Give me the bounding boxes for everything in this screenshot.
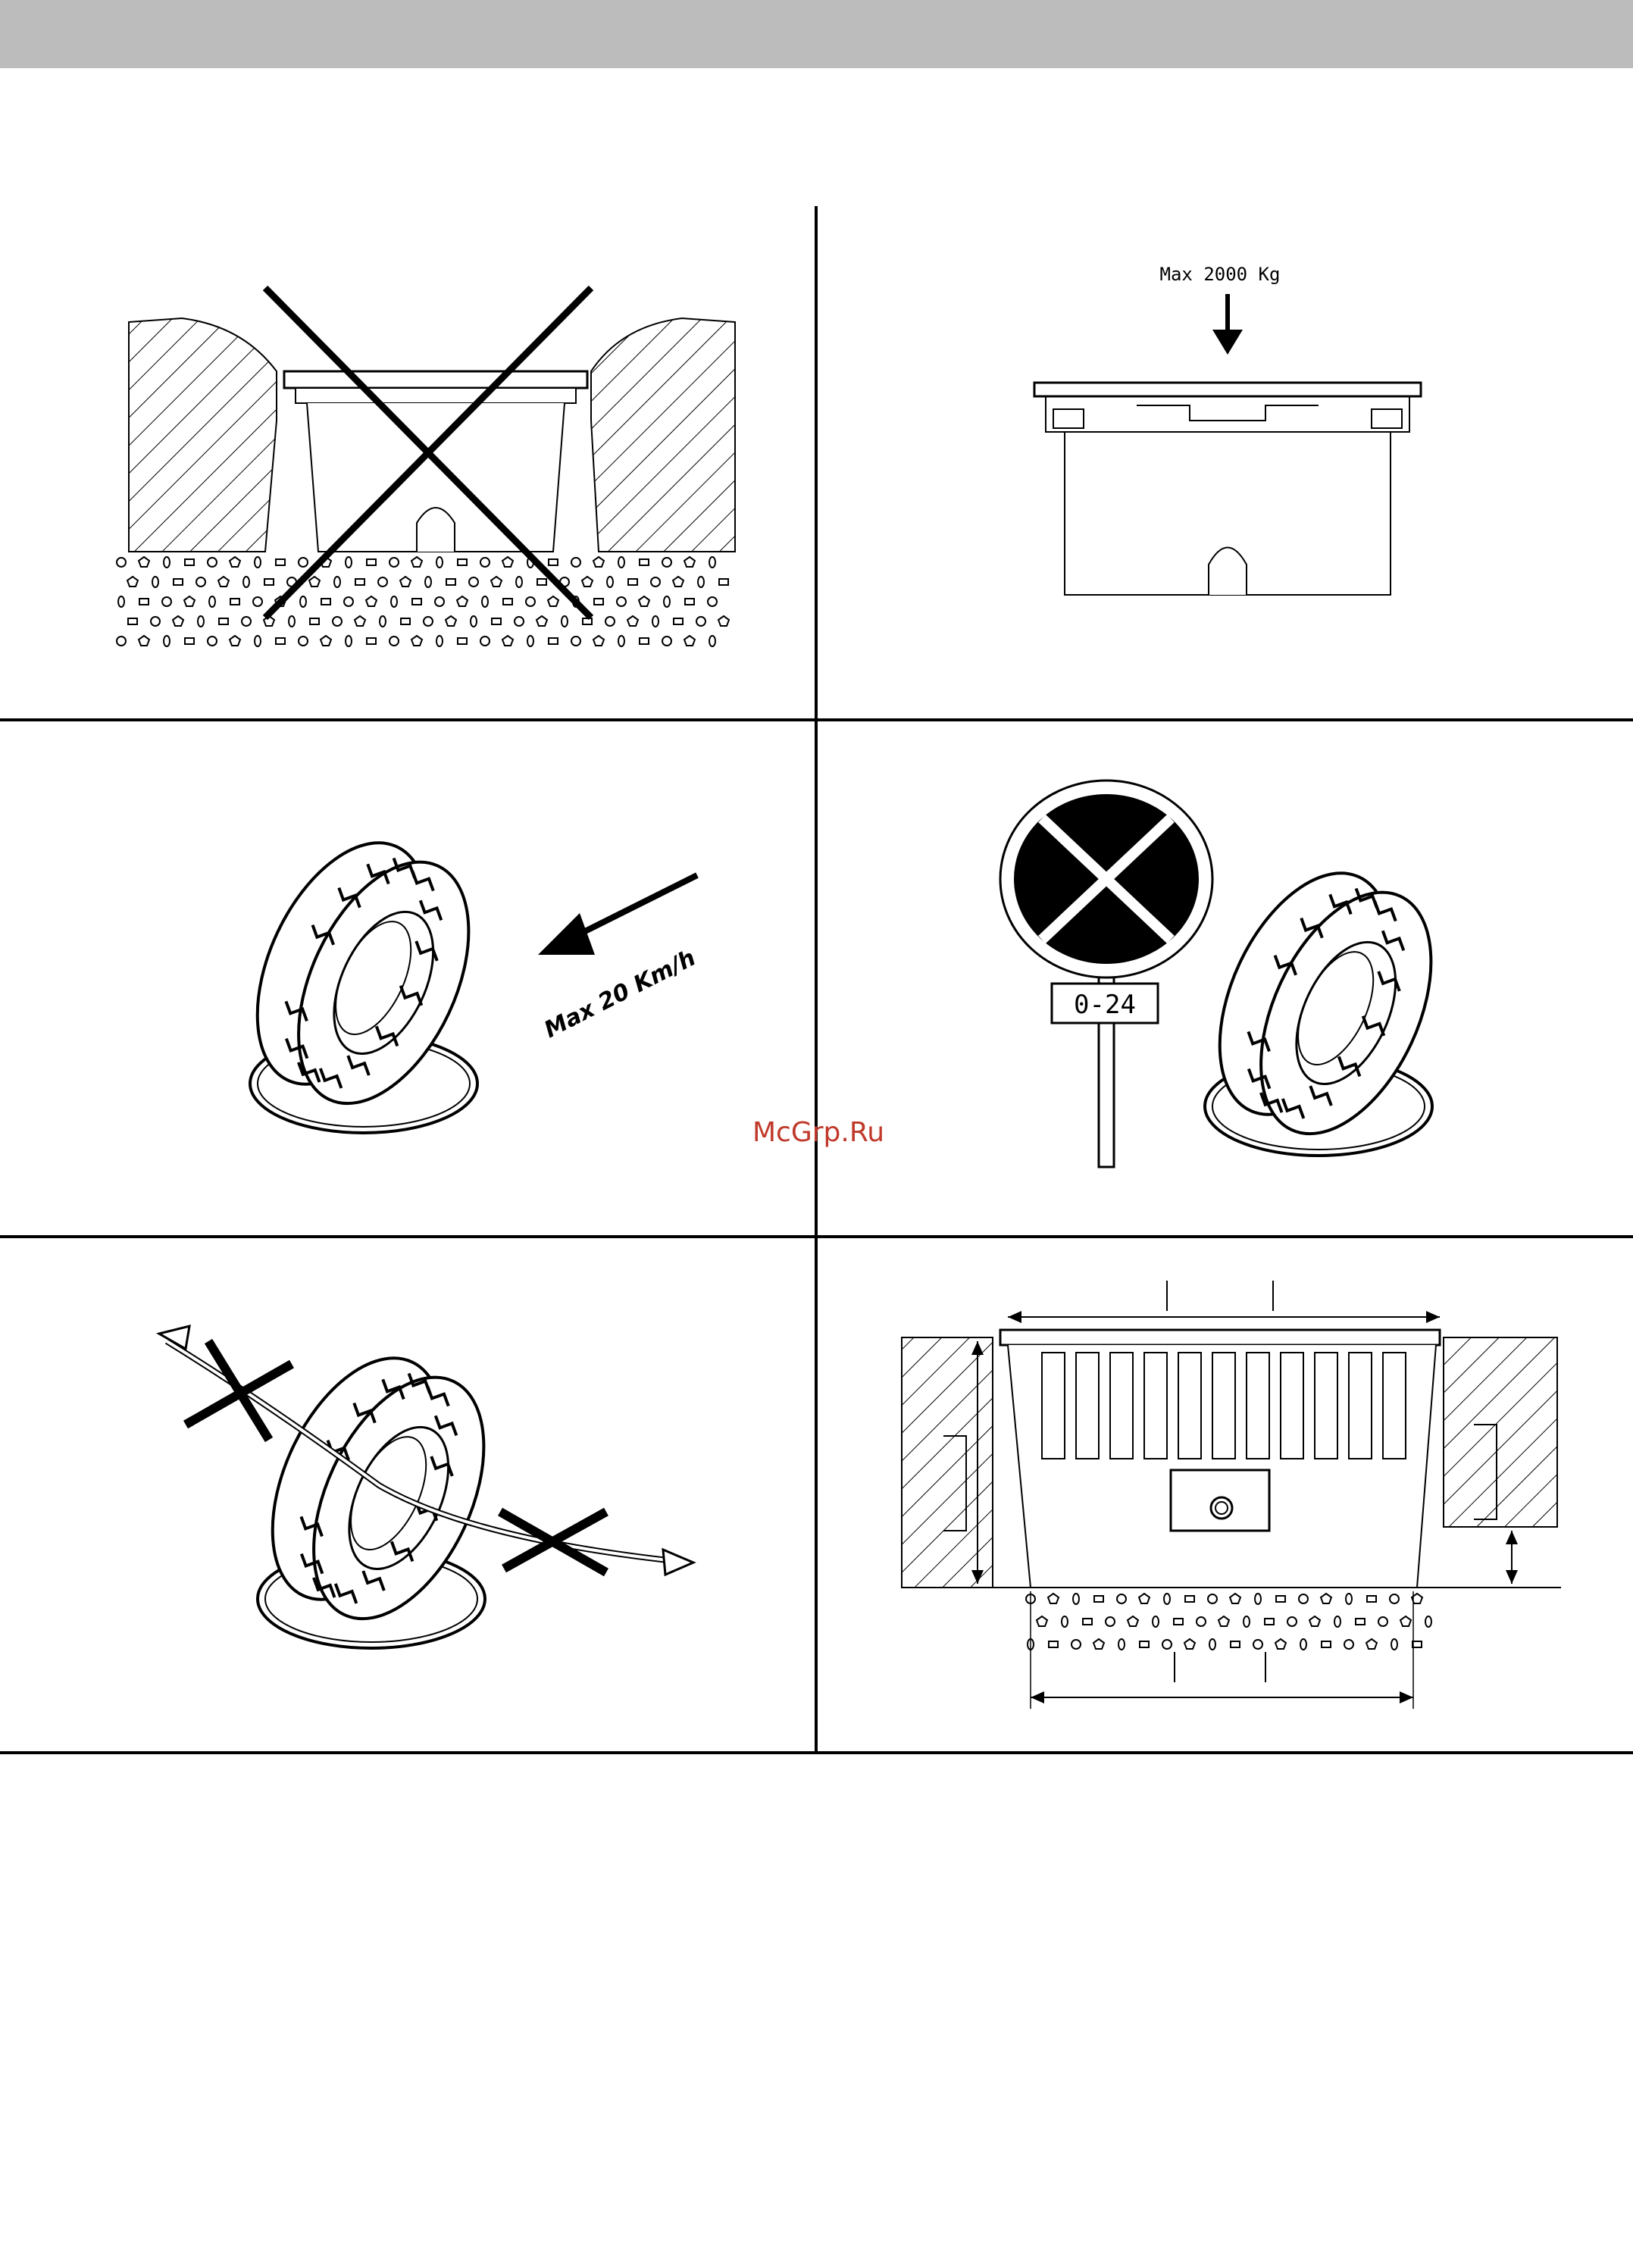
panel-max-speed: Max 20 Km/h [227,803,743,1167]
no-parking-hours-label: 0-24 [1074,990,1136,1020]
tire-turning-forbidden-icon [152,1311,712,1675]
tire-speed-icon: Max 20 Km/h [227,803,743,1167]
watermark-text: McGrp.Ru [743,1114,894,1152]
max-load-label: Max 2000 Kg [1160,264,1281,285]
no-stopping-sign-icon: 0-24 [993,773,1463,1182]
panel-no-parking: 0-24 [993,773,1463,1182]
gravel-layer [1026,1594,1431,1650]
gravel-layer [117,557,729,646]
load-arrow-icon: Max 2000 Kg [1023,258,1432,606]
box-fins [1042,1353,1406,1459]
panel-no-turning [152,1311,712,1675]
panel-max-load: Max 2000 Kg [1023,258,1432,606]
panel-dimensions [894,1273,1569,1728]
installation-dimensions-icon [894,1273,1569,1728]
crossed-out-installation-icon [114,265,750,659]
max-speed-label: Max 20 Km/h [540,945,700,1044]
panel-wrong-installation [114,265,750,659]
